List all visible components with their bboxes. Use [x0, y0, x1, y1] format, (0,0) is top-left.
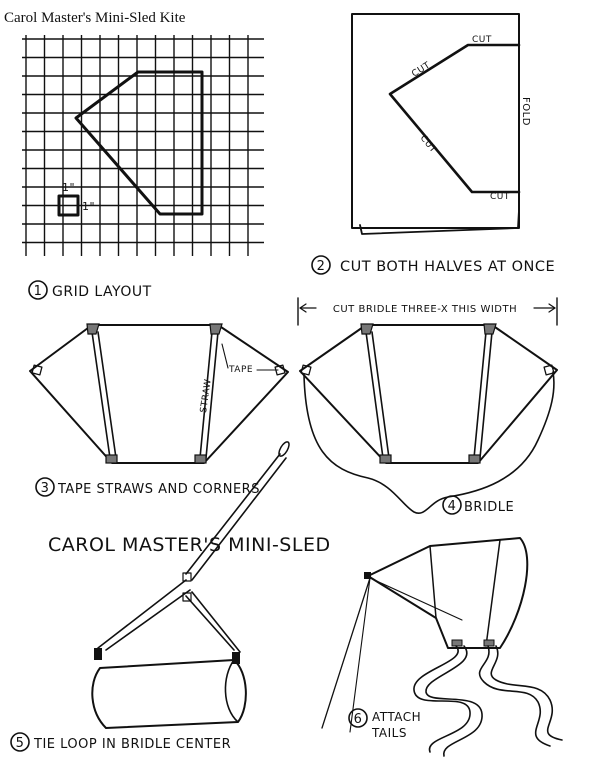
step3-caption-text: TAPE STRAWS AND CORNERS — [57, 482, 260, 497]
loop-knot-lower — [182, 592, 192, 602]
tail-left-edge-a — [413, 645, 471, 753]
step3-number-circle — [35, 477, 55, 497]
step3-tape-panel: STRAW TAPE 3 TAPE STRAWS AND CORNERS — [29, 323, 289, 497]
kite-pattern-outline — [74, 70, 204, 216]
line-end-loop — [278, 441, 290, 457]
tail-right-edge-a — [478, 645, 551, 747]
step6-caption: 6 ATTACH TAILS — [348, 708, 421, 740]
step2-caption-text: CUT BOTH HALVES AT ONCE — [340, 259, 555, 275]
step2-number: 2 — [317, 259, 326, 274]
one-inch-square — [57, 194, 80, 217]
cut-label-top: CUT — [472, 35, 492, 45]
unit-label-top: 1" — [62, 181, 75, 194]
tape-pointer-upper — [221, 343, 229, 369]
step5-loop-panel: 5 TIE LOOP IN BRIDLE CENTER — [10, 441, 290, 752]
bridle-left-leg-a — [97, 579, 187, 649]
kite-sail-step4 — [299, 324, 558, 464]
straw-right-step4 — [473, 331, 493, 459]
tape-tab-bottom-right-step4 — [468, 454, 481, 464]
step1-caption-text: GRID LAYOUT — [52, 284, 152, 300]
corner-tape-right — [274, 364, 286, 376]
width-dimension — [297, 297, 558, 326]
flying-line-a — [185, 453, 281, 575]
step2-cut-panel: CUT CUT CUT CUT FOLD 2 CUT BOTH HALVES A… — [311, 13, 555, 275]
step1-grid-panel: 1" 1" 1 GRID LAYOUT — [22, 35, 264, 300]
corner-tab-step6 — [364, 572, 371, 579]
step1-number: 1 — [34, 284, 43, 299]
corner-tape-left-step4 — [300, 364, 312, 376]
back-sheet-edge — [359, 209, 520, 235]
cut-label-bottom: CUT — [490, 192, 510, 202]
step6-caption-line1: ATTACH — [372, 710, 421, 724]
bridle-right-leg-a — [185, 595, 235, 651]
step5-caption: 5 TIE LOOP IN BRIDLE CENTER — [10, 732, 231, 752]
unit-label-side: 1" — [82, 200, 95, 213]
step6-number: 6 — [354, 712, 363, 727]
tail-left-edge-b — [425, 645, 483, 757]
straw-right — [199, 331, 219, 459]
flying-line-step6 — [321, 577, 371, 729]
straw-left-step4 — [365, 331, 390, 459]
step2-number-circle — [311, 255, 331, 275]
step4-number-circle — [442, 495, 462, 515]
tape-tab-top-left — [86, 323, 100, 335]
tape-tab-top-right — [209, 323, 223, 335]
corner-tape-right-step4 — [543, 364, 555, 376]
bridle-leg-step6 — [349, 577, 371, 733]
straw-left — [91, 331, 117, 459]
cut-label-upper-diagonal: CUT — [410, 61, 432, 80]
sled-curl — [224, 659, 239, 723]
tape-tab-left-step5 — [94, 648, 102, 660]
folded-paper — [351, 13, 520, 229]
headline: CAROL MASTER'S MINI-SLED — [48, 534, 331, 556]
tail-tab-left — [451, 639, 463, 647]
step4-number: 4 — [448, 499, 457, 514]
tape-tab-bottom-right — [194, 454, 207, 464]
step5-number-circle — [10, 732, 30, 752]
tail-tab-right — [483, 639, 495, 647]
bridle-cross-step6 — [369, 577, 463, 621]
step6-caption-line2: TAILS — [371, 726, 407, 740]
straw-label: STRAW — [199, 378, 214, 413]
tail-right-edge-b — [490, 645, 563, 741]
step4-caption-text: BRIDLE — [464, 500, 514, 515]
step1-number-circle — [28, 280, 48, 300]
tape-tab-bottom-left-step4 — [379, 454, 392, 464]
step6-number-circle — [348, 708, 368, 728]
tape-label: TAPE — [228, 365, 253, 375]
loop-knot-upper — [182, 572, 192, 582]
bridle-right-leg-b — [191, 591, 241, 653]
bridle-left-leg-b — [105, 589, 191, 651]
kite-sail-step3 — [29, 324, 289, 464]
step4-caption: 4 BRIDLE — [442, 495, 514, 515]
layout-grid — [22, 35, 264, 256]
step3-number: 3 — [41, 481, 50, 496]
cut-line — [388, 43, 521, 194]
step6-tails-panel: 6 ATTACH TAILS — [321, 537, 563, 757]
tape-tab-right-step5 — [232, 652, 240, 664]
sled-sail-step6 — [367, 537, 529, 649]
step5-caption-text: TIE LOOP IN BRIDLE CENTER — [33, 737, 231, 752]
page-title: Carol Master's Mini-Sled Kite — [4, 10, 186, 26]
step2-caption: 2 CUT BOTH HALVES AT ONCE — [311, 255, 555, 275]
tape-tab-top-right-step4 — [483, 323, 497, 335]
sled-body — [91, 659, 247, 729]
sail-straw-left — [429, 545, 437, 619]
sail-straw-right — [485, 539, 501, 647]
step3-caption: 3 TAPE STRAWS AND CORNERS — [35, 477, 260, 497]
corner-tape-left — [31, 364, 43, 376]
fold-label: FOLD — [520, 97, 531, 126]
cut-label-lower-diagonal: CUT — [418, 134, 438, 156]
bridle-string — [303, 371, 555, 514]
step1-caption: 1 GRID LAYOUT — [28, 280, 152, 300]
flying-line-b — [191, 457, 287, 581]
tape-tab-bottom-left — [105, 454, 118, 464]
bridle-width-label: CUT BRIDLE THREE-X THIS WIDTH — [333, 304, 517, 315]
tape-tab-top-left-step4 — [360, 323, 374, 335]
step4-bridle-panel: CUT BRIDLE THREE-X THIS WIDTH 4 BRIDLE — [297, 297, 558, 515]
step5-number: 5 — [16, 736, 25, 751]
